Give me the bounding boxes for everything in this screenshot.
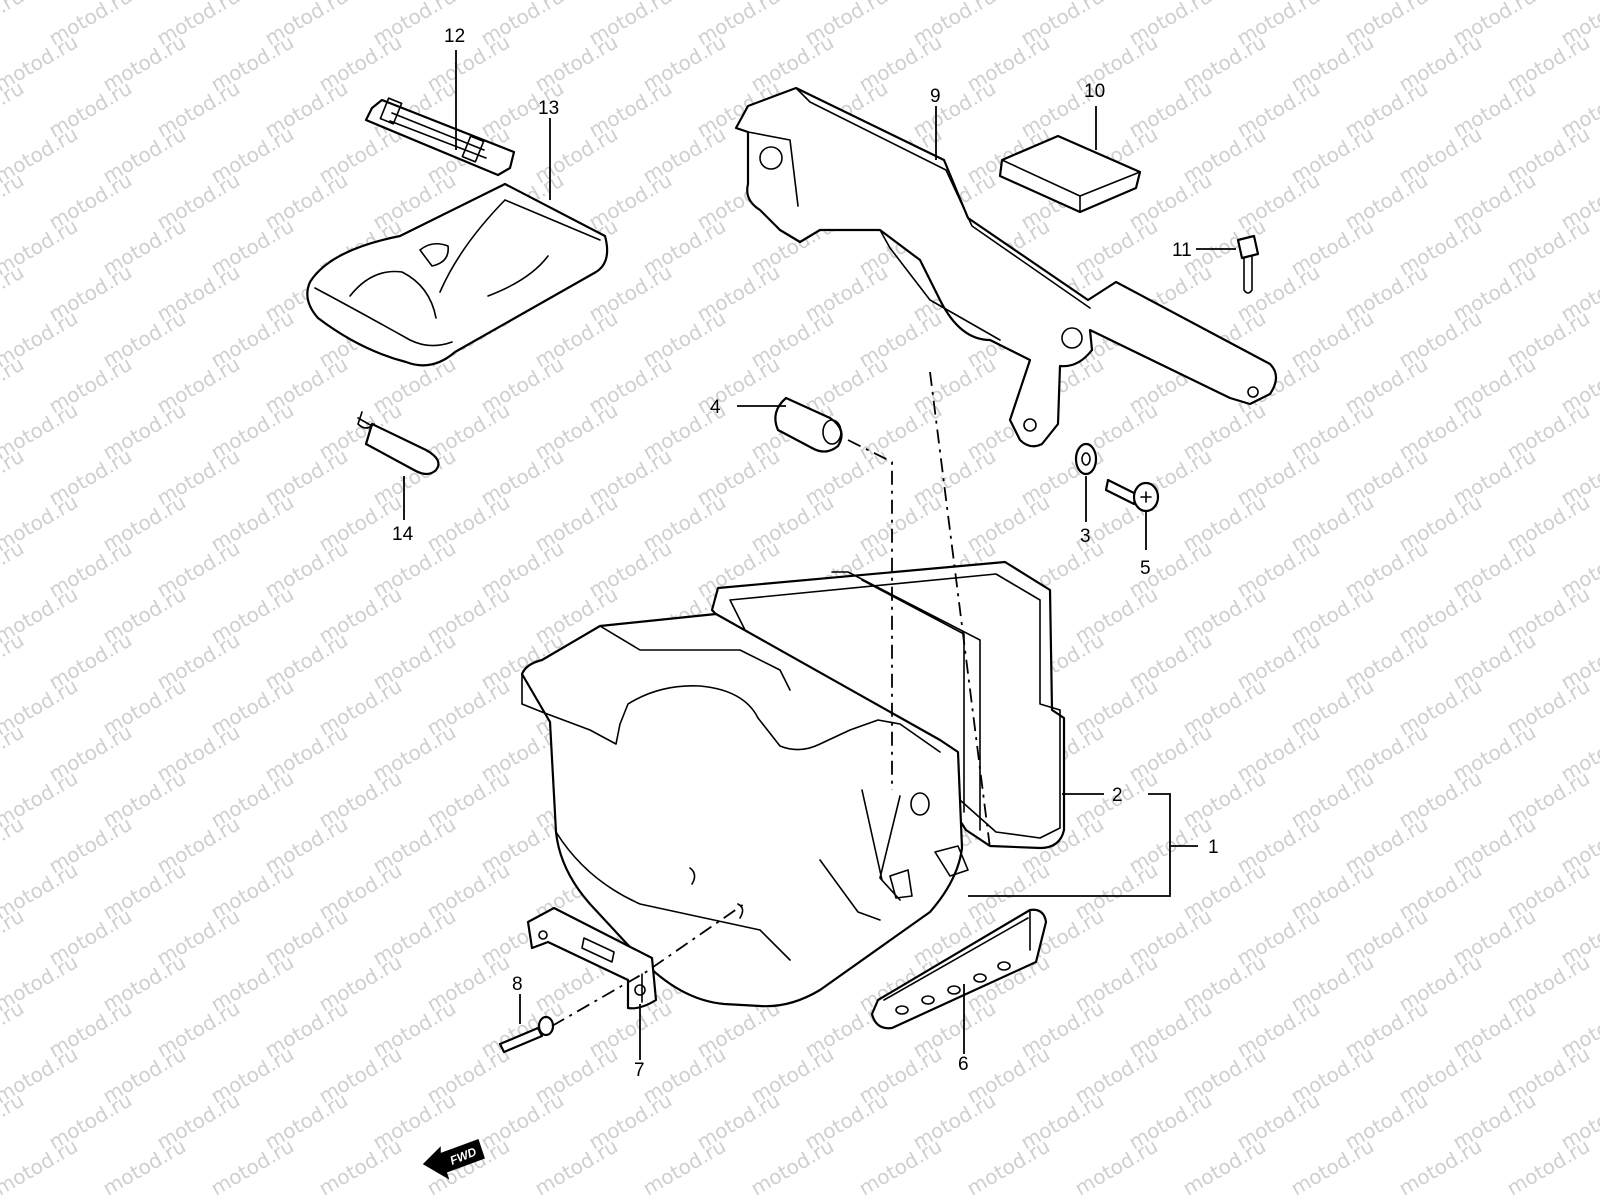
- watermark-text: motod.ru: [0, 628, 28, 695]
- bolt-icon: [1104, 478, 1160, 513]
- assembly-lines: [551, 371, 991, 1027]
- callout-5: 5: [1140, 558, 1151, 579]
- watermark-text: motod.ru: [855, 1134, 946, 1200]
- callout-2: 2: [1112, 785, 1123, 806]
- watermark-text: motod.ru: [0, 168, 28, 235]
- callout-labels: 12 13 14 4 9 10 11 3 5 2 1 6 7 8: [392, 26, 1219, 1081]
- washer-icon: [1074, 442, 1098, 476]
- cushion-icon: [774, 396, 843, 453]
- watermark-text: motod.ru: [0, 996, 28, 1063]
- watermark-text: motod.ru: [207, 1134, 298, 1200]
- watermark-text: motod.ru: [0, 812, 28, 879]
- bolt-icon: [1236, 234, 1260, 294]
- watermark-text: motod.ru: [0, 1134, 82, 1200]
- watermark-text: motod.ru: [1395, 1134, 1486, 1200]
- watermark-text: motod.ru: [0, 720, 28, 787]
- watermark-text: motod.ru: [0, 444, 28, 511]
- callout-13: 13: [538, 98, 559, 119]
- battery-box-assembly: [520, 612, 969, 1008]
- bracket-icon: [526, 906, 658, 1010]
- watermark-text: motod.ru: [963, 1134, 1054, 1200]
- watermark-text: motod.ru: [0, 0, 28, 50]
- watermark-text: motod.ru: [1503, 1134, 1594, 1200]
- cushion-pad-icon: [998, 134, 1142, 214]
- watermark-text: motod.ru: [1071, 1134, 1162, 1200]
- callout-1: 1: [1208, 837, 1219, 858]
- watermark-text: motod.ru: [0, 76, 28, 143]
- watermark-text: motod.ru: [0, 904, 28, 971]
- callout-10: 10: [1084, 81, 1105, 102]
- callout-6: 6: [958, 1054, 969, 1075]
- battery-cover-icon: [306, 182, 609, 367]
- watermark-text: motod.ru: [0, 536, 28, 603]
- battery-holder-bracket: [734, 86, 1278, 448]
- callout-11: 11: [1172, 240, 1192, 261]
- callout-12: 12: [444, 26, 465, 47]
- watermark-text: motod.ru: [531, 1134, 622, 1200]
- callout-8: 8: [512, 974, 523, 995]
- rubber-cushion-icon: [357, 411, 440, 476]
- watermark-text: motod.ru: [1179, 1134, 1270, 1200]
- watermark-text: motod.ru: [639, 1134, 730, 1200]
- forward-direction-arrow: FWD: [422, 1139, 485, 1180]
- watermark-text: motod.ru: [0, 260, 28, 327]
- callout-14: 14: [392, 524, 414, 545]
- callout-3: 3: [1080, 526, 1091, 547]
- watermark-text: motod.ru: [99, 1134, 190, 1200]
- callout-7: 7: [634, 1060, 645, 1081]
- watermark-text: motod.ru: [0, 1088, 28, 1155]
- watermark-text: motod.ru: [747, 1134, 838, 1200]
- strap-icon: [364, 97, 516, 177]
- watermark-text: motod.ru: [0, 352, 28, 419]
- callout-9: 9: [930, 86, 941, 107]
- band-icon: [870, 908, 1048, 1030]
- watermark-text: motod.ru: [315, 1134, 406, 1200]
- watermark-text: motod.ru: [1287, 1134, 1378, 1200]
- leader-lines: [403, 50, 1236, 1060]
- callout-4: 4: [710, 397, 721, 418]
